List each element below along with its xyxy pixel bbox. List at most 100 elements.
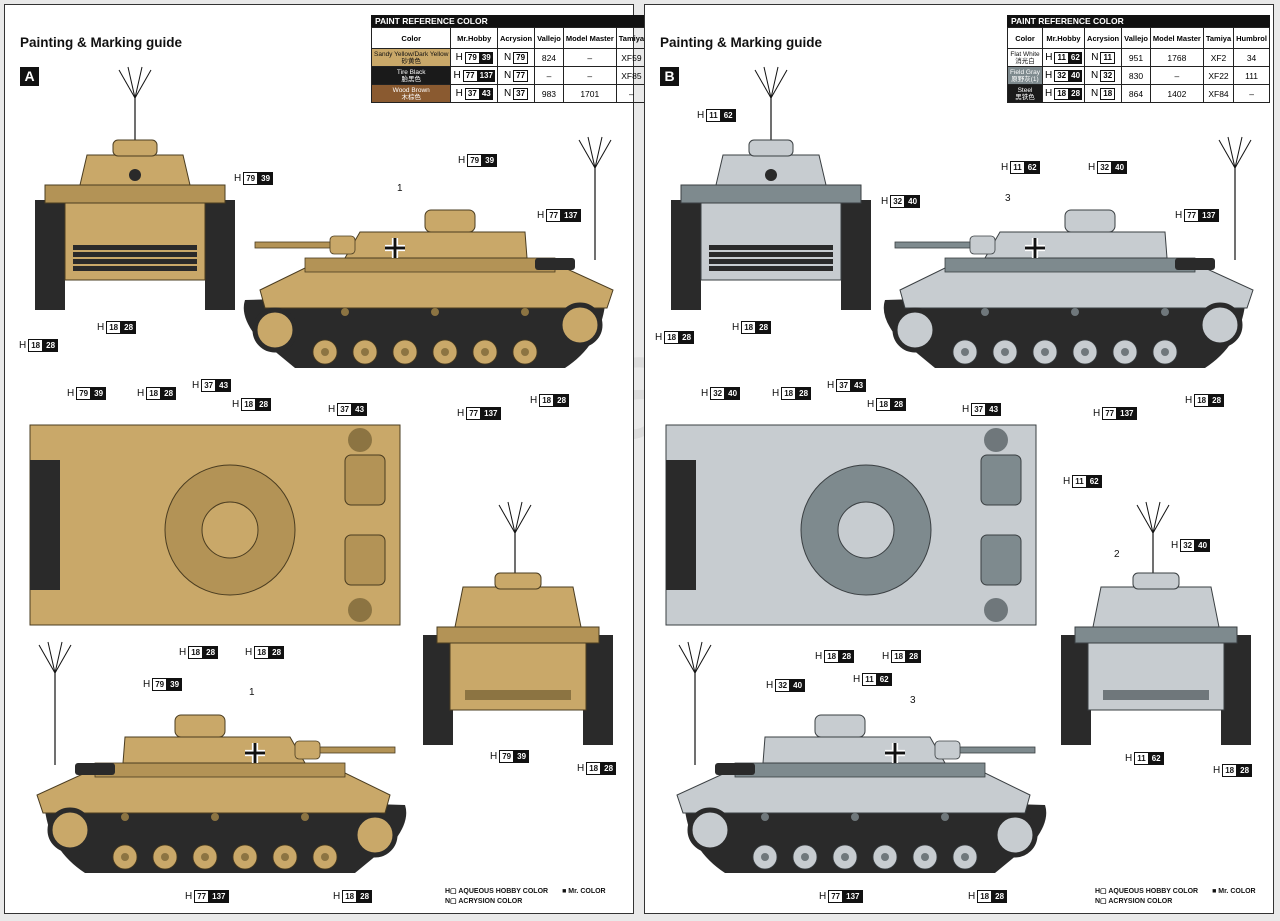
vallejo-code: 864 (1121, 84, 1151, 103)
antenna-wire (54, 644, 72, 674)
n-code: 18 (1100, 87, 1116, 100)
idler-wheel (47, 807, 93, 853)
engine-hatch (344, 454, 386, 506)
hull (676, 772, 1031, 814)
engine-hatch (344, 534, 386, 586)
table-caption: PAINT REFERENCE COLOR (371, 15, 683, 27)
color-name: Wood Brown (392, 86, 430, 94)
spare-track-links (666, 460, 696, 590)
spare-track-links (709, 259, 833, 264)
vallejo-code: 830 (1121, 66, 1151, 85)
rear-fenders (436, 626, 600, 644)
tank-side-group (243, 136, 614, 368)
antenna-wire (1136, 504, 1154, 534)
drive-sprocket (352, 812, 398, 858)
gun-mantlet (329, 235, 356, 255)
return-roller (431, 308, 439, 316)
cupola (112, 139, 158, 157)
hull (899, 267, 1254, 309)
wheel-hub (521, 348, 529, 356)
model-master-code: – (562, 48, 617, 67)
antenna-wire (38, 644, 56, 674)
hull-superstructure (304, 257, 556, 273)
tank-top-view (29, 424, 401, 626)
color-name: Sandy Yellow/Dark Yellow (374, 50, 449, 58)
spare-track-links (709, 266, 833, 271)
tank-side-group (676, 641, 1047, 873)
return-roller (1071, 308, 1079, 316)
page-title: Painting & Marking guide (20, 35, 183, 50)
idler-wheel (1197, 302, 1243, 348)
antenna-wire (1234, 136, 1243, 169)
spare-track-links (73, 252, 197, 257)
model-master-code: – (1149, 66, 1204, 85)
fenders (44, 184, 226, 204)
legend-mr: ■ Mr. COLOR (1212, 888, 1256, 895)
antenna-wire (118, 69, 136, 99)
tamiya-code: XF22 (1202, 66, 1235, 85)
antenna-wire (134, 66, 143, 99)
hull-superstructure (734, 762, 986, 778)
antenna-wire (134, 69, 152, 99)
return-roller (981, 308, 989, 316)
wheel-hub (761, 853, 769, 861)
spare-wheel (984, 428, 1008, 452)
model-master-code: 1402 (1149, 84, 1204, 103)
scheme-a-page: Painting & Marking guide A PAINT REFEREN… (4, 4, 683, 914)
vallejo-code: 951 (1121, 48, 1151, 67)
tamiya-code: XF59 (615, 48, 648, 67)
spare-wheels (535, 258, 575, 270)
cupola (748, 139, 794, 157)
antenna-wire (514, 501, 523, 534)
cupola-top (837, 501, 895, 559)
antenna-wire (47, 641, 56, 674)
antenna-wire (1218, 139, 1236, 169)
mr-code: 62 (1068, 51, 1082, 64)
wheel-hub (1121, 348, 1129, 356)
drive-sprocket (252, 307, 298, 353)
gun-muzzle (129, 169, 141, 181)
return-roller (121, 813, 129, 821)
h-code: 11 (1054, 51, 1069, 64)
color-name-cn: 木棕色 (401, 93, 421, 101)
spare-wheels (75, 763, 115, 775)
turret (122, 736, 306, 764)
table-header-row: Color Mr.Hobby Acrysion Vallejo Model Ma… (1007, 27, 1270, 49)
color-name-cn: 消光白 (1015, 57, 1035, 65)
model-master-code: – (562, 66, 617, 85)
gun-mantlet (934, 740, 961, 760)
mr-code: 43 (479, 87, 493, 100)
wheel-hub (481, 348, 489, 356)
wheel-hub (321, 853, 329, 861)
legend-acrysion: N▢ ACRYSION COLOR (1095, 898, 1173, 905)
col-header: Acrysion (1084, 27, 1123, 49)
hull-superstructure (944, 257, 1196, 273)
left-track (35, 200, 65, 310)
antenna-wire (754, 69, 772, 99)
antenna-wire (578, 139, 596, 169)
return-roller (341, 308, 349, 316)
